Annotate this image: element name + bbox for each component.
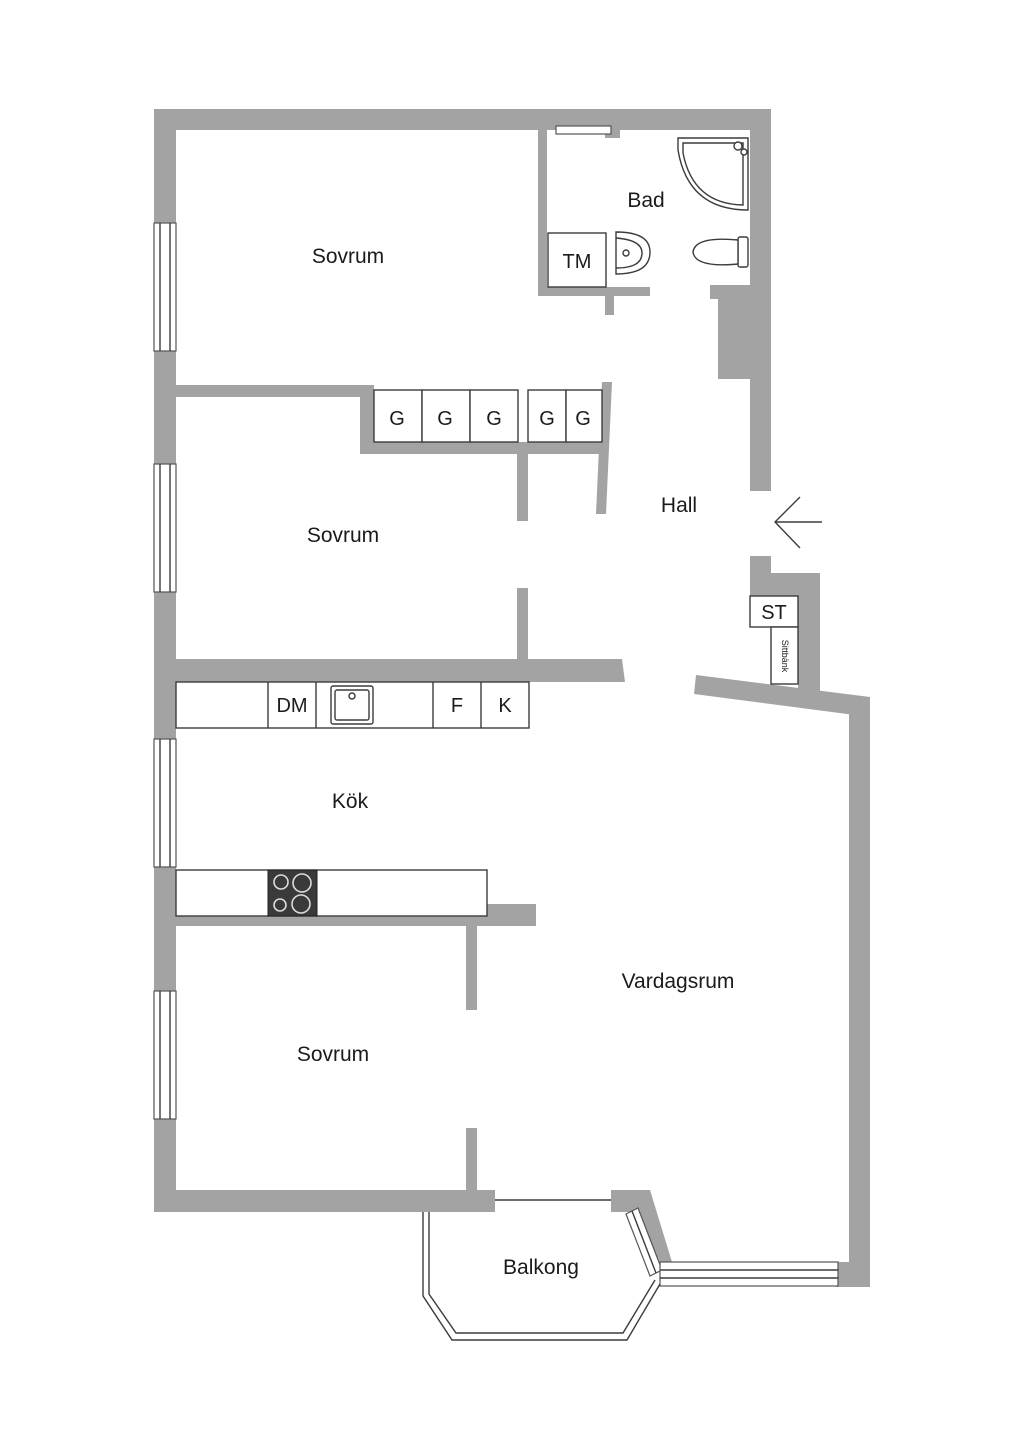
storage-bench (749, 595, 799, 685)
label-wardrobe-5: G (575, 408, 591, 430)
room-label-bedroom-top: Sovrum (312, 245, 384, 268)
room-label-hall: Hall (661, 494, 697, 517)
labels: Sovrum Bad Sovrum Hall Kök Vardagsrum So… (276, 189, 790, 1279)
label-wardrobe-2: G (437, 408, 453, 430)
washbasin-icon (615, 231, 651, 275)
kitchen-fixtures (175, 681, 530, 917)
wardrobes (373, 389, 603, 443)
room-label-bathroom: Bad (627, 189, 664, 212)
walls (154, 109, 870, 1287)
label-fridge: K (498, 695, 512, 717)
label-storage: ST (761, 602, 787, 624)
room-label-balcony: Balkong (503, 1256, 579, 1279)
toilet-icon (692, 236, 749, 268)
windows (153, 125, 839, 1287)
label-freezer: F (451, 695, 463, 717)
label-wardrobe-1: G (389, 408, 405, 430)
balcony (422, 1199, 661, 1341)
room-label-bedroom-middle: Sovrum (307, 524, 379, 547)
label-dishwasher: DM (276, 695, 307, 717)
sink-icon (330, 685, 374, 725)
label-wardrobe-4: G (539, 408, 555, 430)
bathroom-fixtures (547, 137, 749, 288)
room-label-bedroom-bottom: Sovrum (297, 1043, 369, 1066)
label-wardrobe-3: G (486, 408, 502, 430)
shower-icon (677, 137, 749, 211)
entrance-arrow-icon (774, 496, 822, 549)
label-bench: Sittbänk (780, 640, 790, 673)
label-washing-machine: TM (563, 251, 592, 273)
room-label-living-room: Vardagsrum (622, 970, 735, 993)
stove-icon (267, 869, 318, 917)
room-label-kitchen: Kök (332, 790, 369, 813)
